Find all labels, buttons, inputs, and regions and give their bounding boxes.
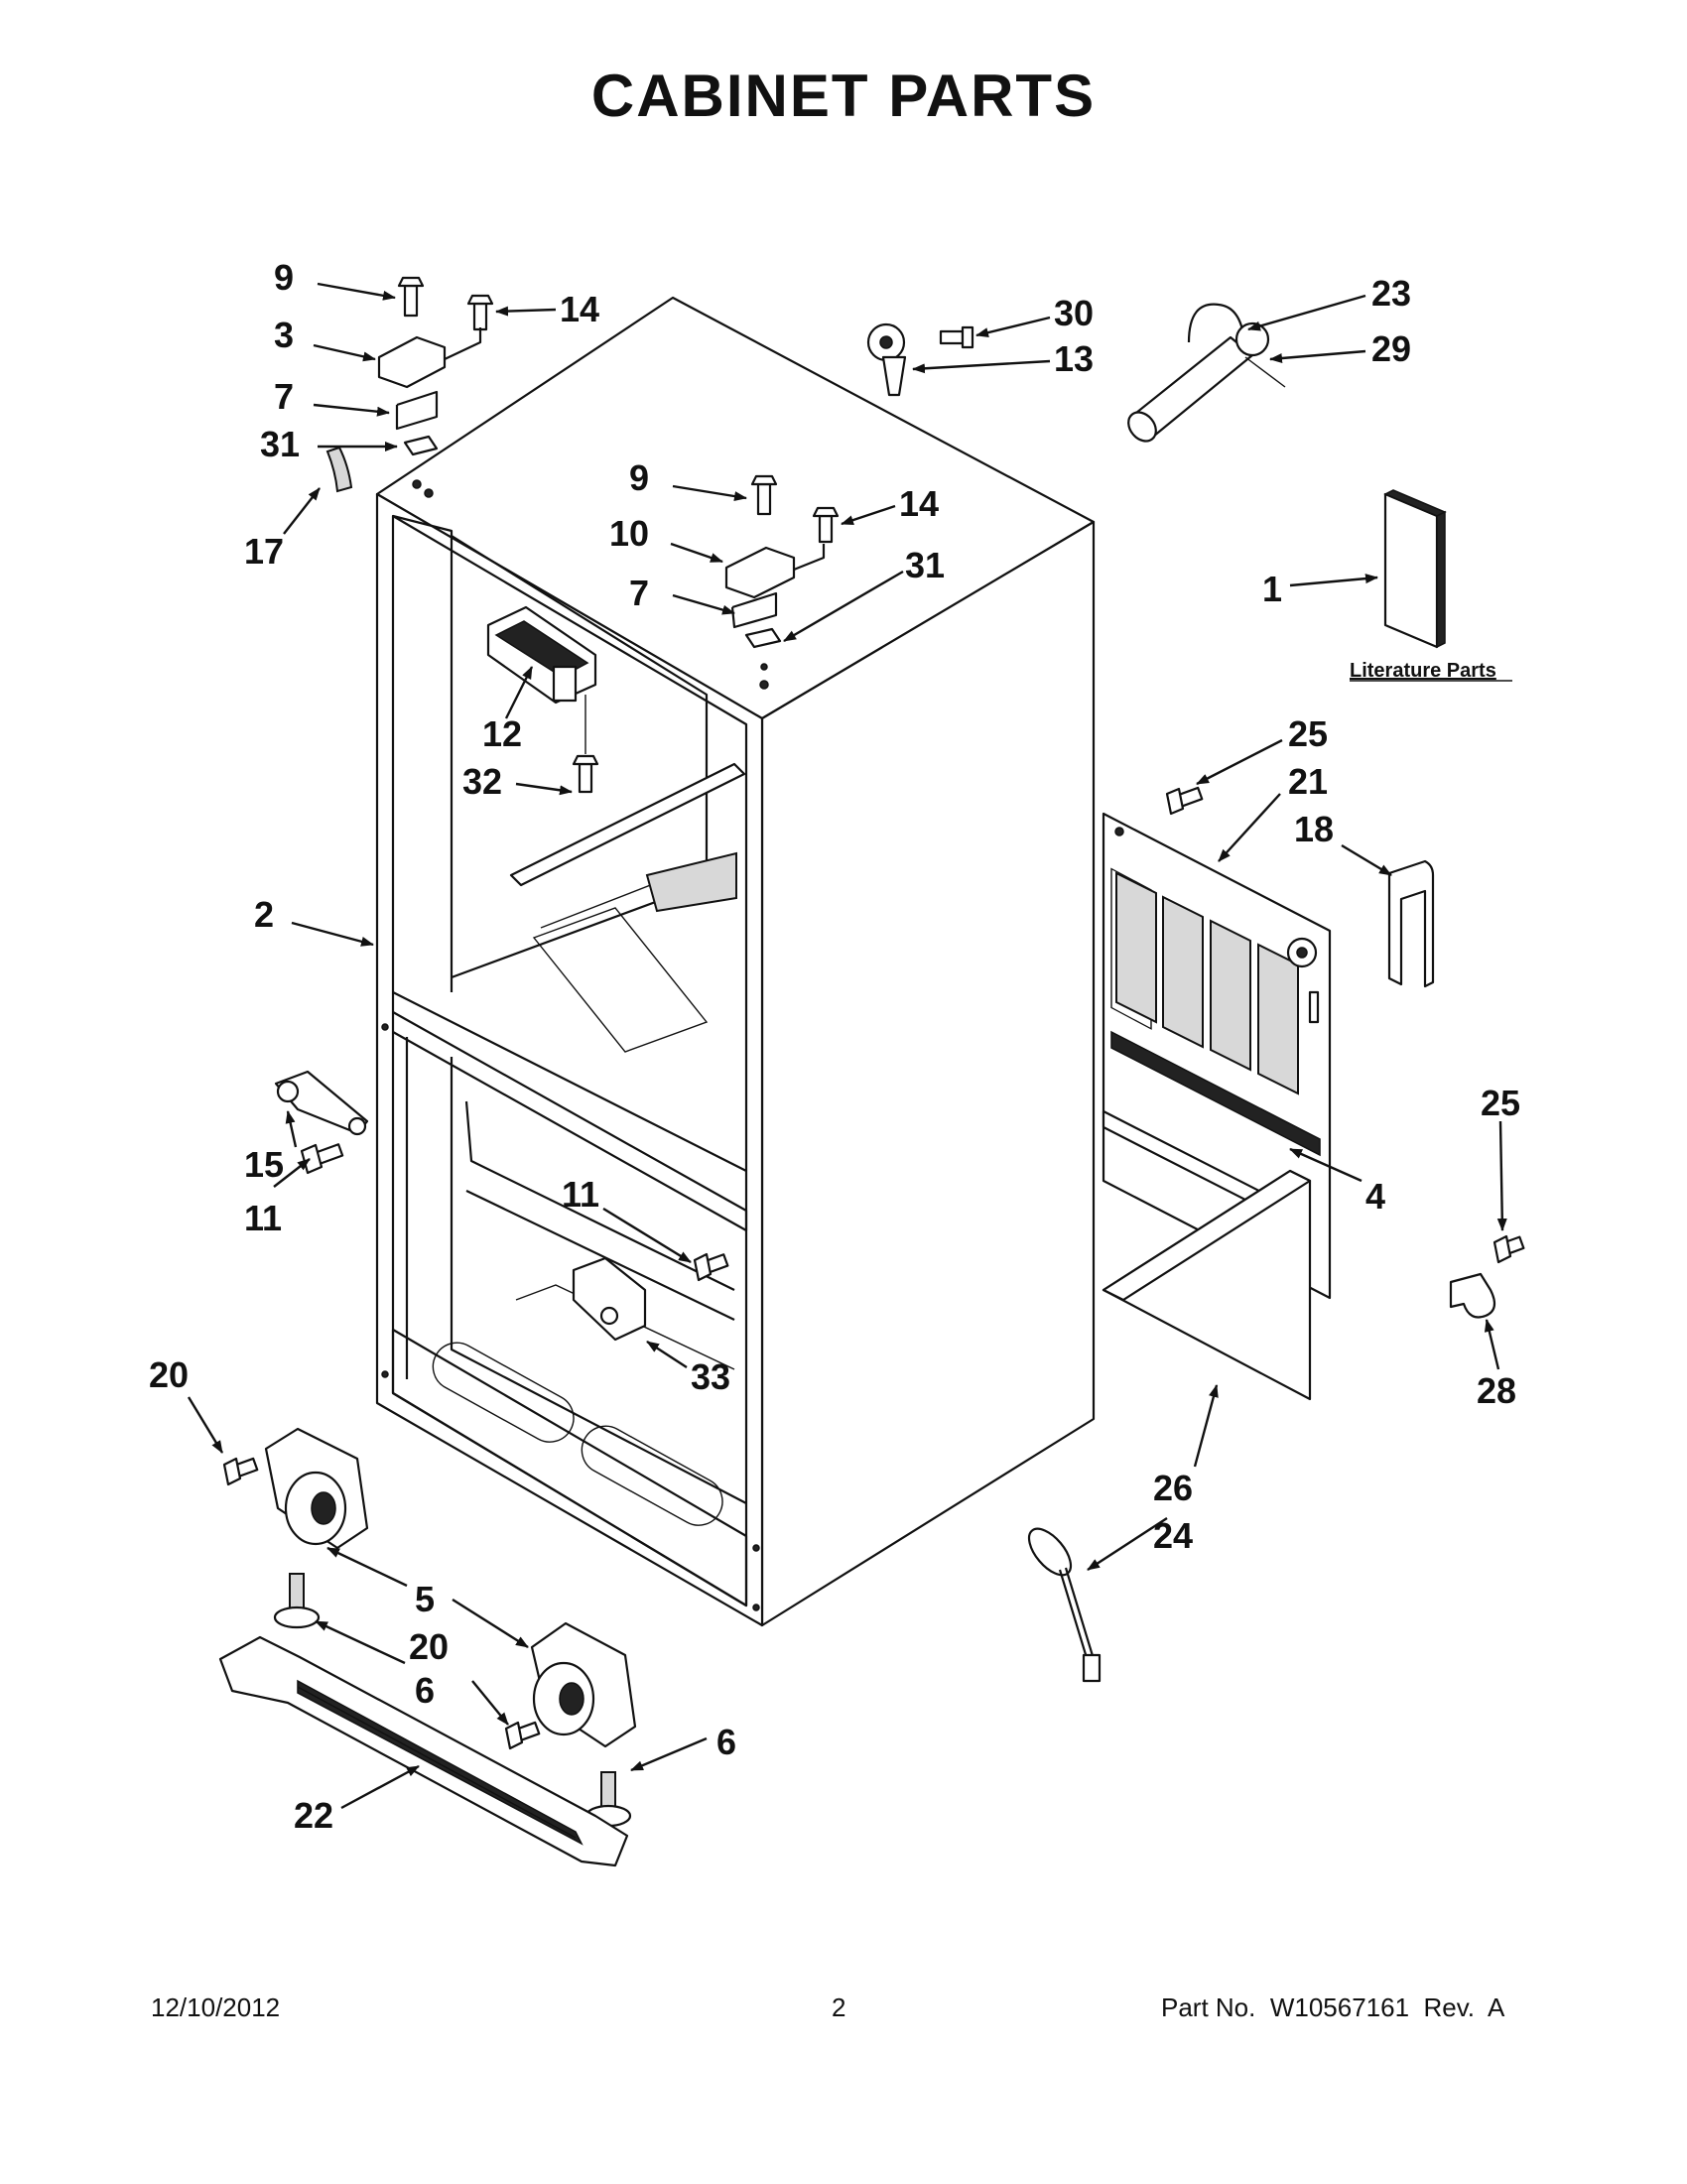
callout-18: 18 bbox=[1294, 809, 1334, 849]
literature-label: Literature Parts bbox=[1350, 660, 1496, 682]
callout-labels: 9 14 3 7 31 17 30 13 23 29 9 14 10 7 31 … bbox=[149, 257, 1520, 1836]
callout-6: 6 bbox=[415, 1670, 435, 1711]
callout-10: 10 bbox=[609, 513, 649, 554]
callout-2: 2 bbox=[254, 894, 274, 935]
callout-15: 15 bbox=[244, 1144, 284, 1185]
leader-lines bbox=[187, 282, 1507, 1810]
footer-page-number: 2 bbox=[832, 1992, 846, 2022]
top-hinge-center bbox=[724, 474, 840, 690]
callout-23: 23 bbox=[1371, 273, 1411, 314]
callout-14: 14 bbox=[560, 289, 599, 329]
callout-13: 13 bbox=[1054, 338, 1094, 379]
callout-20b: 20 bbox=[409, 1626, 449, 1667]
callout-11b: 11 bbox=[562, 1174, 599, 1215]
callout-9b: 9 bbox=[629, 457, 649, 498]
callout-30: 30 bbox=[1054, 293, 1094, 333]
callout-21: 21 bbox=[1288, 761, 1328, 802]
front-roller-right bbox=[504, 1621, 637, 1750]
callout-11: 11 bbox=[244, 1198, 282, 1238]
callout-6b: 6 bbox=[716, 1722, 736, 1762]
callout-20: 20 bbox=[149, 1354, 189, 1395]
light-housing bbox=[486, 605, 599, 794]
page-title: CABINET PARTS bbox=[590, 63, 1097, 129]
callout-3: 3 bbox=[274, 315, 294, 355]
wire-harness bbox=[1027, 1527, 1102, 1683]
footer-date: 12/10/2012 bbox=[151, 1992, 281, 2022]
front-roller-left bbox=[222, 1427, 369, 1550]
callout-24: 24 bbox=[1153, 1515, 1193, 1556]
callout-14b: 14 bbox=[899, 483, 939, 524]
kick-panel bbox=[1102, 1109, 1312, 1401]
callout-25b: 25 bbox=[1481, 1083, 1520, 1123]
callout-26: 26 bbox=[1153, 1468, 1193, 1508]
callout-12: 12 bbox=[482, 713, 522, 754]
callout-5: 5 bbox=[415, 1579, 435, 1619]
callout-17: 17 bbox=[244, 531, 284, 572]
callout-7b: 7 bbox=[629, 573, 649, 613]
callout-9: 9 bbox=[274, 257, 294, 298]
refrigerator-cabinet bbox=[375, 296, 1096, 1627]
rear-access-panel bbox=[1102, 786, 1332, 1300]
leveling-leg-left bbox=[273, 1573, 321, 1629]
callout-22: 22 bbox=[294, 1795, 333, 1836]
top-hinge-left bbox=[325, 276, 494, 498]
clip bbox=[1387, 859, 1435, 988]
callout-4: 4 bbox=[1365, 1176, 1385, 1217]
damper-assembly bbox=[866, 322, 974, 397]
callout-31: 31 bbox=[260, 424, 300, 464]
literature-booklet bbox=[1383, 489, 1447, 649]
callout-28: 28 bbox=[1477, 1370, 1516, 1411]
callout-31b: 31 bbox=[905, 545, 945, 585]
callout-25: 25 bbox=[1288, 713, 1328, 754]
callout-29: 29 bbox=[1371, 328, 1411, 369]
inner-bracket bbox=[572, 1252, 729, 1342]
base-grille bbox=[218, 1635, 629, 1867]
callout-32: 32 bbox=[462, 761, 502, 802]
callout-7: 7 bbox=[274, 376, 294, 417]
footer-part-number: Part No. W10567161 Rev. A bbox=[1161, 1992, 1505, 2022]
callout-33: 33 bbox=[691, 1356, 730, 1397]
tube-assembly bbox=[1127, 303, 1286, 443]
callout-1: 1 bbox=[1262, 569, 1282, 609]
clamp bbox=[1449, 1234, 1525, 1319]
